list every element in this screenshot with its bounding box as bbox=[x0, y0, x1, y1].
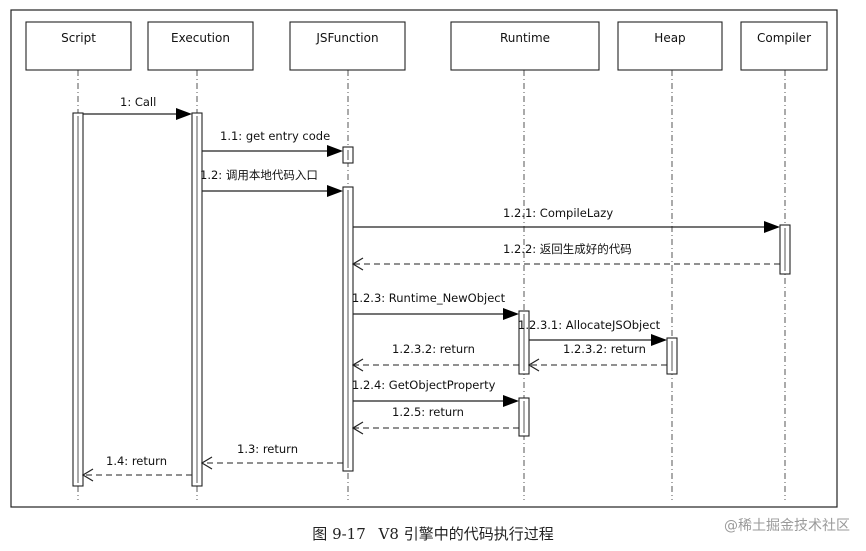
return-arrowhead bbox=[200, 456, 213, 470]
message-m1231: 1.2.3.1: AllocateJSObject bbox=[518, 318, 667, 346]
lifeline-box-execution bbox=[147, 21, 254, 71]
message-m121: 1.2.1: CompileLazy bbox=[353, 206, 780, 233]
message-m122: 1.2.2: 返回生成好的代码 bbox=[351, 242, 780, 271]
message-arrowhead bbox=[764, 221, 780, 233]
message-arrowhead bbox=[503, 395, 519, 407]
return-arrowhead bbox=[351, 358, 364, 372]
lifeline-box-runtime bbox=[450, 21, 600, 71]
figure-number: 图 9-17 bbox=[312, 525, 366, 543]
message-label: 1.1: get entry code bbox=[220, 129, 330, 143]
message-label: 1.2.3.1: AllocateJSObject bbox=[518, 318, 661, 332]
message-arrowhead bbox=[327, 145, 343, 157]
messages-layer: 1: Call 1.1: get entry code 1.2: 调用本地代码入口 1… bbox=[81, 95, 780, 482]
lifeline-head-script: Script bbox=[25, 21, 132, 71]
message-m1: 1: Call bbox=[83, 95, 192, 120]
message-m1232a: 1.2.3.2: return bbox=[527, 342, 667, 372]
watermark: @稀土掘金技术社区 bbox=[724, 518, 850, 534]
diagram-frame bbox=[10, 9, 838, 508]
message-label: 1.2.3: Runtime_NewObject bbox=[352, 291, 506, 305]
lifeline-box-heap bbox=[617, 21, 723, 71]
message-label: 1.2.5: return bbox=[392, 405, 464, 419]
message-label: 1.2.2: 返回生成好的代码 bbox=[503, 242, 632, 256]
message-m125: 1.2.5: return bbox=[351, 405, 519, 435]
message-label: 1.2.3.2: return bbox=[563, 342, 646, 356]
lifeline-head-execution: Execution bbox=[147, 21, 254, 71]
message-arrowhead bbox=[327, 185, 343, 197]
message-m14: 1.4: return bbox=[81, 454, 192, 482]
return-arrowhead bbox=[351, 421, 364, 435]
lifeline-head-compiler: Compiler bbox=[740, 21, 828, 71]
lifeline-label-script: Script bbox=[61, 31, 96, 45]
lifeline-label-jsfunction: JSFunction bbox=[315, 31, 378, 45]
lifeline-box-compiler bbox=[740, 21, 828, 71]
message-m1232b: 1.2.3.2: return bbox=[351, 342, 519, 372]
message-label: 1.2.4: GetObjectProperty bbox=[352, 378, 496, 392]
message-label: 1.2.3.2: return bbox=[392, 342, 475, 356]
message-label: 1.3: return bbox=[237, 442, 298, 456]
message-m12: 1.2: 调用本地代码入口 bbox=[200, 168, 343, 197]
message-m13: 1.3: return bbox=[200, 442, 343, 470]
figure-caption: 图 9-17 V8 引擎中的代码执行过程 bbox=[0, 523, 866, 544]
activations-layer bbox=[72, 112, 791, 487]
lifeline-label-execution: Execution bbox=[171, 31, 230, 45]
return-arrowhead bbox=[527, 358, 540, 372]
lifeline-head-jsfunction: JSFunction bbox=[289, 21, 406, 71]
message-arrowhead bbox=[651, 334, 667, 346]
message-label: 1.2: 调用本地代码入口 bbox=[200, 168, 318, 182]
message-m124: 1.2.4: GetObjectProperty bbox=[352, 378, 519, 407]
message-label: 1.4: return bbox=[106, 454, 167, 468]
message-m123: 1.2.3: Runtime_NewObject bbox=[352, 291, 519, 320]
lifeline-label-runtime: Runtime bbox=[500, 31, 550, 45]
lifeline-heads-layer: Script Execution JSFunction Runtime Heap Comp… bbox=[25, 21, 828, 71]
message-arrowhead bbox=[176, 108, 192, 120]
message-m11: 1.1: get entry code bbox=[202, 129, 343, 157]
message-arrowhead bbox=[503, 308, 519, 320]
lifeline-label-compiler: Compiler bbox=[757, 31, 811, 45]
lifeline-head-heap: Heap bbox=[617, 21, 723, 71]
return-arrowhead bbox=[81, 468, 94, 482]
figure-title: V8 引擎中的代码执行过程 bbox=[378, 525, 554, 543]
message-label: 1.2.1: CompileLazy bbox=[503, 206, 613, 220]
lifeline-box-script bbox=[25, 21, 132, 71]
message-label: 1: Call bbox=[120, 95, 156, 109]
lifeline-box-jsfunction bbox=[289, 21, 406, 71]
lifeline-label-heap: Heap bbox=[654, 31, 685, 45]
lifeline-head-runtime: Runtime bbox=[450, 21, 600, 71]
return-arrowhead bbox=[351, 257, 364, 271]
